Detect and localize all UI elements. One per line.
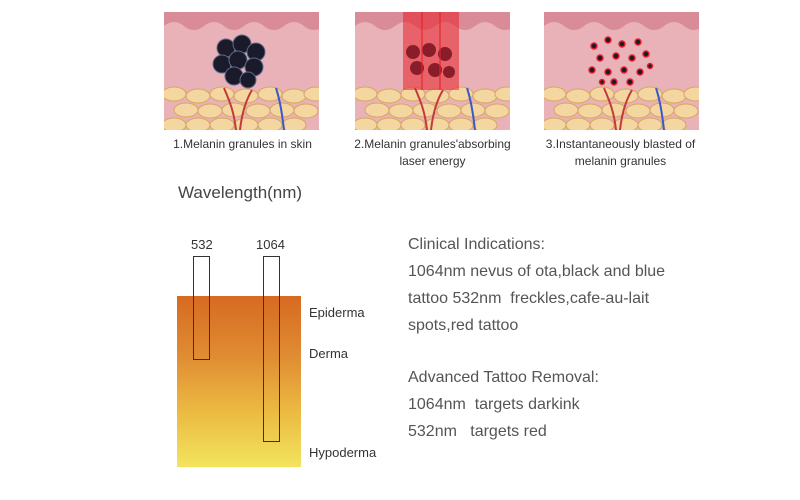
beam-532	[193, 256, 210, 360]
tattoo-line-1: 1064nm targets darkink	[408, 396, 580, 413]
panel-melanin-in-skin	[164, 12, 319, 130]
clinical-line-2: tattoo 532nm freckles,cafe-au-lait	[408, 290, 650, 307]
tattoo-heading: Advanced Tattoo Removal:	[408, 369, 599, 386]
panel-melanin-blasted	[544, 12, 699, 130]
beam-1064	[263, 256, 280, 442]
wavelength-title: Wavelength(nm)	[178, 183, 303, 202]
layer-hypoderma: Hypoderma	[309, 445, 377, 460]
panel-laser-absorption	[355, 12, 510, 130]
beam-label-1064: 1064	[256, 237, 285, 252]
panel-1-caption: 1.Melanin granules in skin	[173, 137, 312, 151]
tattoo-line-2: 532nm targets red	[408, 423, 547, 440]
beam-label-532: 532	[191, 237, 213, 252]
layer-epiderma: Epiderma	[309, 305, 365, 320]
layer-derma: Derma	[309, 346, 349, 361]
skin-layers-gradient	[177, 296, 301, 467]
panel-2-caption: 2.Melanin granules'absorbing laser energ…	[354, 137, 511, 168]
clinical-heading: Clinical Indications:	[408, 236, 545, 253]
clinical-line-1: 1064nm nevus of ota,black and blue	[408, 263, 666, 280]
panel-3-caption: 3.Instantaneously blasted of melanin gra…	[545, 137, 696, 168]
clinical-line-3: spots,red tattoo	[408, 317, 519, 334]
